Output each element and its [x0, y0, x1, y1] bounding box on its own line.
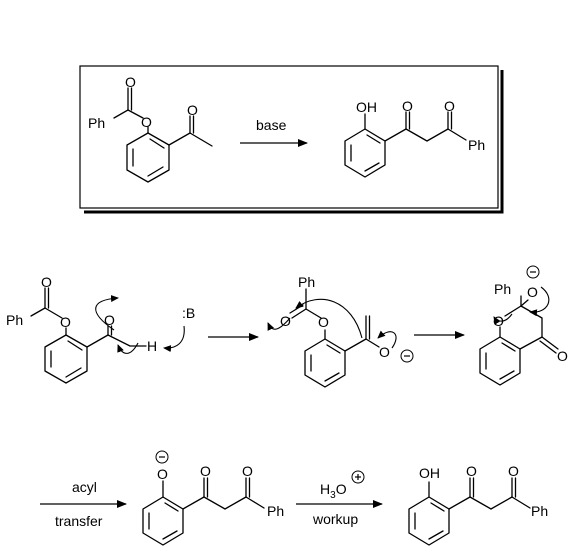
- mech-c-ph: Ph: [494, 281, 511, 297]
- summary-reactant-ph: Ph: [88, 115, 105, 131]
- mech-d-ketone-o-1: O: [200, 463, 211, 479]
- mech-structure-d: [142, 477, 265, 546]
- acyl-transfer-label-bottom: transfer: [55, 513, 103, 529]
- mech-b-curly-arrow-2: [295, 298, 363, 339]
- mech-c-curly-arrow-1: [529, 286, 550, 317]
- mech-structure-b: [289, 288, 380, 388]
- mech-b-enolate-o: O: [379, 344, 390, 360]
- summary-product-oh: OH: [356, 99, 377, 115]
- summary-product: [344, 111, 467, 178]
- mech-e-ph: Ph: [531, 503, 548, 519]
- summary-box: [79, 65, 504, 214]
- mech-structure-e: [408, 477, 531, 546]
- mech-a-ketone-o: O: [104, 312, 115, 328]
- workup-reagent-h: H: [320, 481, 330, 497]
- mech-e-oh: OH: [419, 465, 440, 481]
- mech-a-h: H: [147, 338, 157, 354]
- mech-b-ph: Ph: [298, 274, 315, 290]
- mech-a-curly-arrow-2: [117, 342, 139, 354]
- mech-a-ester-o: O: [60, 314, 71, 330]
- mech-b-carbonyl-o: O: [280, 313, 291, 329]
- svg-text:H3O: H3O: [320, 481, 347, 501]
- mech-d-negative-charge: [155, 450, 169, 464]
- mech-a-carbonyl-o: O: [41, 274, 52, 290]
- mech-b-negative-charge: [400, 349, 414, 363]
- summary-reactant: [113, 87, 213, 183]
- workup-reagent-sub: 3: [330, 490, 336, 501]
- summary-reactant-ester-o: O: [141, 114, 152, 130]
- mech-a-ph: Ph: [6, 312, 23, 328]
- mech-e-ketone-o-1: O: [466, 463, 477, 479]
- workup-reagent-o: O: [336, 481, 347, 497]
- mech-e-ketone-o-2: O: [508, 463, 519, 479]
- mech-d-phenoxide-o: O: [157, 466, 168, 482]
- mech-b-curly-arrow-3: [267, 317, 291, 331]
- mech-b-ester-o: O: [318, 314, 329, 330]
- workup-label: workup: [312, 511, 358, 527]
- summary-reagent: base: [256, 117, 287, 133]
- acyl-transfer-label-top: acyl: [72, 479, 97, 495]
- mech-a-base: :B: [182, 305, 195, 321]
- summary-product-ketone-o-2: O: [444, 98, 455, 114]
- workup-reagent: H3O: [320, 470, 365, 501]
- mech-structure-a: [30, 287, 147, 384]
- mech-c-curly-arrow-2: [493, 313, 513, 325]
- summary-reactant-ketone-o: O: [187, 102, 198, 118]
- mech-d-ph: Ph: [267, 503, 284, 519]
- summary-product-ph: Ph: [468, 137, 485, 153]
- mech-c-ketone-o: O: [557, 348, 568, 364]
- mech-c-alkoxide-o: O: [527, 284, 538, 300]
- mech-c-negative-charge: [526, 265, 540, 279]
- summary-product-ketone-o-1: O: [402, 98, 413, 114]
- mech-a-curly-arrow-1: [95, 295, 119, 331]
- mech-structure-c: [479, 295, 559, 386]
- summary-reactant-carbonyl-o: O: [125, 74, 136, 90]
- mech-a-curly-arrow-3: [163, 325, 185, 353]
- mech-d-ketone-o-2: O: [242, 463, 253, 479]
- mech-b-curly-arrow-1: [377, 330, 397, 349]
